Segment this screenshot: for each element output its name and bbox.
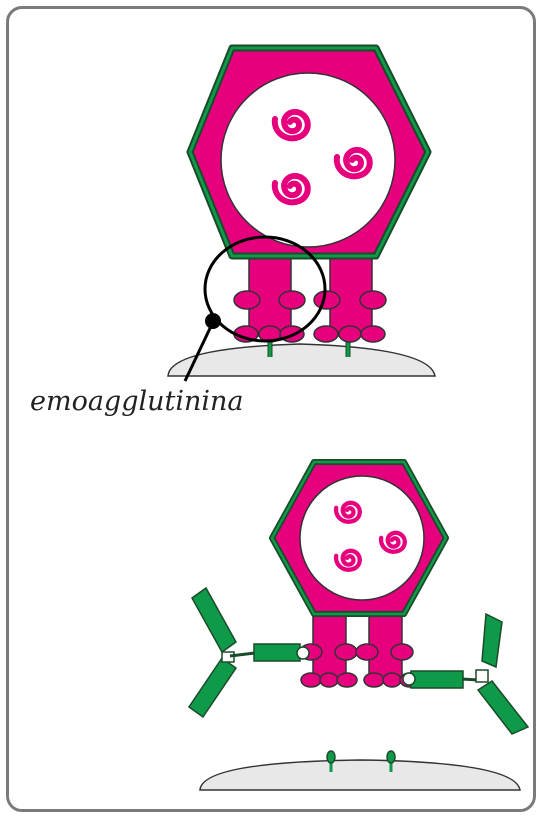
bottom-virus bbox=[189, 462, 528, 790]
hemagglutinin-label: emoagglutinina bbox=[30, 386, 244, 417]
label-pointer-dot bbox=[205, 313, 221, 329]
antibody-left bbox=[189, 588, 309, 717]
bottom-cell-membrane bbox=[200, 760, 520, 790]
antibody-right bbox=[403, 614, 528, 734]
bottom-spike-left bbox=[300, 610, 357, 687]
top-virus bbox=[168, 48, 435, 381]
top-spike-left bbox=[234, 250, 305, 342]
top-cell-membrane bbox=[168, 344, 435, 376]
